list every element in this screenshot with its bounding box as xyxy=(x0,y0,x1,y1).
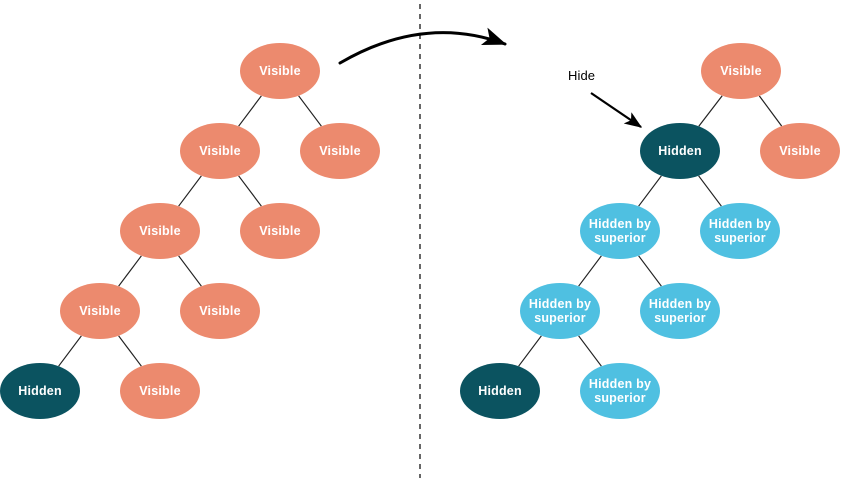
tree-node-visible[interactable]: Visible xyxy=(60,283,140,339)
tree-edge xyxy=(58,335,82,367)
tree-node-label: Hidden by superior xyxy=(528,296,592,325)
tree-node-visible[interactable]: Visible xyxy=(240,203,320,259)
tree-edge xyxy=(518,335,542,367)
transition-curved-arrow xyxy=(338,27,507,65)
tree-edge xyxy=(638,255,662,287)
tree-node-label: Hidden xyxy=(478,383,522,398)
tree-node-label: Visible xyxy=(199,303,241,318)
tree-edge xyxy=(578,335,602,367)
tree-edge xyxy=(178,175,202,207)
tree-node-visible[interactable]: Visible xyxy=(240,43,320,99)
tree-node-label: Visible xyxy=(779,143,821,158)
tree-node-visible[interactable]: Visible xyxy=(120,203,200,259)
tree-node-hidden[interactable]: Hidden xyxy=(460,363,540,419)
tree-node-label: Hidden xyxy=(658,143,702,158)
tree-node-hidden[interactable]: Hidden xyxy=(640,123,720,179)
tree-node-label: Visible xyxy=(319,143,361,158)
tree-node-visible[interactable]: Visible xyxy=(300,123,380,179)
tree-edge xyxy=(698,175,722,207)
tree-node-hidden-by-superior[interactable]: Hidden by superior xyxy=(640,283,720,339)
tree-node-visible[interactable]: Visible xyxy=(701,43,781,99)
tree-edge xyxy=(238,175,262,207)
tree-node-hidden-by-superior[interactable]: Hidden by superior xyxy=(580,363,660,419)
tree-node-label: Visible xyxy=(259,223,301,238)
tree-node-label: Hidden xyxy=(18,383,62,398)
tree-node-hidden[interactable]: Hidden xyxy=(0,363,80,419)
tree-edge xyxy=(758,95,783,127)
tree-edge xyxy=(118,255,142,287)
tree-edge xyxy=(178,255,202,287)
tree-node-label: Hidden by superior xyxy=(648,296,712,325)
hide-annotation-label: Hide xyxy=(568,68,596,83)
tree-node-visible[interactable]: Visible xyxy=(180,123,260,179)
tree-node-hidden-by-superior[interactable]: Hidden by superior xyxy=(520,283,600,339)
tree-node-label: Hidden by superior xyxy=(588,216,652,245)
tree-node-label: Visible xyxy=(259,63,301,78)
tree-node-label: Visible xyxy=(720,63,762,78)
tree-node-visible[interactable]: Visible xyxy=(760,123,840,179)
tree-node-label: Hidden by superior xyxy=(708,216,772,245)
hide-annotation-arrow xyxy=(590,92,643,128)
tree-edge xyxy=(118,335,142,367)
tree-edge xyxy=(638,175,662,207)
tree-node-label: Visible xyxy=(139,223,181,238)
tree-node-visible[interactable]: Visible xyxy=(120,363,200,419)
tree-node-label: Visible xyxy=(199,143,241,158)
tree-node-label: Visible xyxy=(79,303,121,318)
tree-edge xyxy=(698,95,723,127)
tree-edge xyxy=(238,95,262,127)
tree-node-hidden-by-superior[interactable]: Hidden by superior xyxy=(580,203,660,259)
tree-edge-lines xyxy=(58,95,783,367)
tree-node-visible[interactable]: Visible xyxy=(180,283,260,339)
tree-node-label: Hidden by superior xyxy=(588,376,652,405)
tree-node-label: Visible xyxy=(139,383,181,398)
tree-node-hidden-by-superior[interactable]: Hidden by superior xyxy=(700,203,780,259)
tree-edge xyxy=(578,255,602,287)
tree-edge xyxy=(298,95,322,127)
